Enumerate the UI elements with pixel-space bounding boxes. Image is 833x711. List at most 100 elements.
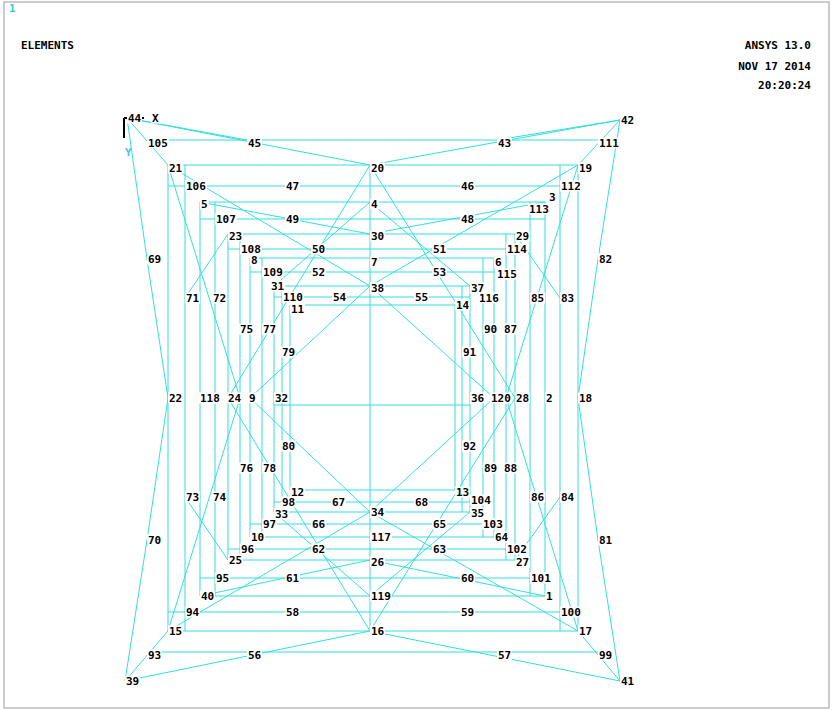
node-number: 26 xyxy=(370,557,385,568)
node-number: 3 xyxy=(548,192,557,203)
node-number: 87 xyxy=(503,324,518,335)
node-number: 16 xyxy=(370,626,385,637)
node-number: 5 xyxy=(200,199,209,210)
node-number: 35 xyxy=(470,508,485,519)
node-number: 97 xyxy=(262,519,277,530)
node-number: 46 xyxy=(460,181,475,192)
node-number: 70 xyxy=(147,535,162,546)
node-number: 6 xyxy=(494,257,503,268)
node-number: 32 xyxy=(274,393,289,404)
node-number: 78 xyxy=(262,463,277,474)
node-number: 38 xyxy=(370,283,385,294)
node-number: 106 xyxy=(185,181,207,192)
node-number: 91 xyxy=(462,347,477,358)
node-number: 48 xyxy=(460,214,475,225)
node-number: 41 xyxy=(620,676,635,687)
axis-label: X xyxy=(151,113,160,124)
node-number: 72 xyxy=(212,293,227,304)
time-stamp: 20:20:24 xyxy=(757,80,812,91)
node-number: 28 xyxy=(515,393,530,404)
node-number: 94 xyxy=(185,607,200,618)
node-number: 56 xyxy=(247,650,262,661)
node-number: 109 xyxy=(262,267,284,278)
node-number: 117 xyxy=(370,532,392,543)
node-number: 118 xyxy=(199,393,221,404)
node-number: 50 xyxy=(311,244,326,255)
node-number: 110 xyxy=(282,292,304,303)
node-number: 10 xyxy=(250,532,265,543)
node-number: 36 xyxy=(470,393,485,404)
node-number: 45 xyxy=(247,138,262,149)
node-number: 9 xyxy=(248,393,257,404)
node-number: 88 xyxy=(503,463,518,474)
node-number: 22 xyxy=(168,393,183,404)
node-number: 76 xyxy=(239,463,254,474)
node-number: 67 xyxy=(331,497,346,508)
node-number: 114 xyxy=(506,244,528,255)
node-number: 101 xyxy=(530,573,552,584)
node-number: 24 xyxy=(227,393,242,404)
node-number: 40 xyxy=(200,591,215,602)
node-number: 58 xyxy=(285,607,300,618)
node-number: 66 xyxy=(311,519,326,530)
node-number: 105 xyxy=(147,138,169,149)
node-number: 62 xyxy=(311,544,326,555)
node-number: 20 xyxy=(370,163,385,174)
node-number: 79 xyxy=(281,347,296,358)
node-number: 51 xyxy=(432,244,447,255)
node-number: 119 xyxy=(370,591,392,602)
node-number: 80 xyxy=(281,441,296,452)
node-number: 98 xyxy=(281,497,296,508)
node-number: 25 xyxy=(228,555,243,566)
node-number: 63 xyxy=(432,544,447,555)
node-number: 47 xyxy=(285,181,300,192)
node-number: 86 xyxy=(530,492,545,503)
node-number: 34 xyxy=(370,507,385,518)
node-number: 15 xyxy=(168,626,183,637)
node-number: 104 xyxy=(470,495,492,506)
node-number: 75 xyxy=(239,324,254,335)
node-number: 96 xyxy=(240,544,255,555)
node-number: 68 xyxy=(414,497,429,508)
node-number: 112 xyxy=(560,181,582,192)
node-number: 83 xyxy=(560,293,575,304)
node-number: 113 xyxy=(528,204,550,215)
node-number: 42 xyxy=(620,115,635,126)
node-number: 85 xyxy=(530,293,545,304)
axis-label: Y xyxy=(124,147,133,158)
node-number: 27 xyxy=(515,557,530,568)
plot-title: ELEMENTS xyxy=(20,40,75,51)
node-number: 4 xyxy=(370,199,379,210)
node-number: 100 xyxy=(560,607,582,618)
node-number: 11 xyxy=(290,304,305,315)
node-number: 120 xyxy=(490,393,512,404)
node-number: 31 xyxy=(270,281,285,292)
node-number: 103 xyxy=(482,519,504,530)
node-number: 71 xyxy=(185,293,200,304)
node-number: 95 xyxy=(215,573,230,584)
node-number: 57 xyxy=(497,650,512,661)
node-number: 116 xyxy=(478,293,500,304)
node-number: 14 xyxy=(455,300,470,311)
node-number: 44 xyxy=(127,113,142,124)
node-number: 89 xyxy=(483,463,498,474)
node-number: 17 xyxy=(578,626,593,637)
node-number: 65 xyxy=(432,519,447,530)
node-number: 64 xyxy=(494,532,509,543)
node-number: 90 xyxy=(483,324,498,335)
node-number: 84 xyxy=(560,492,575,503)
node-number: 82 xyxy=(598,254,613,265)
node-number: 74 xyxy=(212,492,227,503)
node-number: 92 xyxy=(462,441,477,452)
node-number: 21 xyxy=(168,163,183,174)
node-number: 73 xyxy=(185,492,200,503)
node-number: 39 xyxy=(125,676,140,687)
node-number: 2 xyxy=(545,393,554,404)
node-number: 108 xyxy=(240,244,262,255)
version-stamp: ANSYS 13.0 xyxy=(744,40,812,51)
node-number: 55 xyxy=(414,292,429,303)
node-number: 111 xyxy=(598,138,620,149)
node-number: 81 xyxy=(598,535,613,546)
